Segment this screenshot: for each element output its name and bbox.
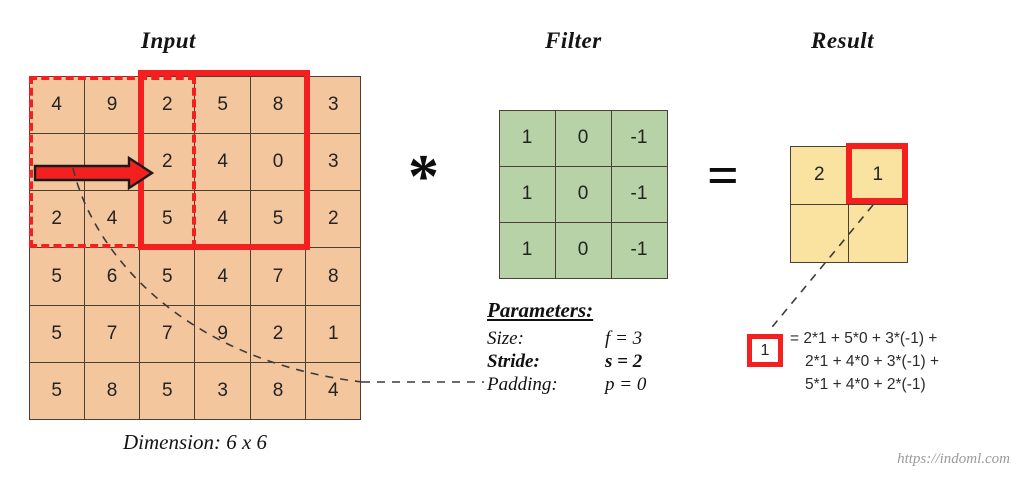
- result-cell-r2-c2: [848, 203, 908, 263]
- input-cell-r6-c3: 5: [139, 362, 196, 421]
- parameter-label-1: Size:: [487, 328, 524, 349]
- input-cell-r3-c4: 4: [194, 190, 251, 249]
- input-cell-r6-c1: 5: [28, 362, 85, 421]
- input-cell-r5-c6: 1: [305, 304, 362, 364]
- filter-cell-r2-c3: -1: [610, 165, 668, 223]
- input-cell-r4-c4: 4: [194, 247, 251, 306]
- result-title: Result: [811, 28, 875, 53]
- input-cell-r4-c5: 7: [249, 247, 307, 306]
- equals-operator: =: [707, 145, 739, 207]
- parameters-heading: Parameters:: [487, 298, 594, 322]
- input-cell-r2-c1: [28, 132, 85, 192]
- parameter-value-2: s = 2: [605, 351, 643, 373]
- parameters-rows: Size: f = 3 Stride: s = 2 Padding: p = 0: [487, 327, 702, 397]
- filter-cell-r1-c2: 0: [554, 109, 612, 167]
- convolution-operator: *: [408, 143, 439, 211]
- filter-cell-r3-c3: -1: [610, 221, 668, 279]
- calculation-value-box: 1: [747, 334, 783, 367]
- calculation-expression: = 2*1 + 5*0 + 3*(-1) + 2*1 + 4*0 + 3*(-1)…: [790, 328, 939, 397]
- input-cell-r6-c6: 4: [305, 362, 362, 421]
- input-cell-r1-c5: 8: [249, 75, 307, 134]
- input-cell-r1-c4: 5: [194, 75, 251, 134]
- calculation-line-1: = 2*1 + 5*0 + 3*(-1) +: [790, 330, 938, 347]
- input-cell-r4-c6: 8: [305, 247, 362, 306]
- calculation-line-2: 2*1 + 4*0 + 3*(-1) +: [805, 352, 939, 370]
- input-cell-r4-c3: 5: [139, 247, 196, 306]
- input-cell-r1-c2: 9: [83, 75, 141, 134]
- input-cell-r2-c4: 4: [194, 132, 251, 192]
- input-cell-r5-c2: 7: [83, 304, 141, 364]
- input-cell-r3-c6: 2: [305, 190, 362, 249]
- input-title: Input: [141, 28, 196, 53]
- result-cell-r2-c1: [789, 203, 849, 263]
- parameter-row-2: Stride: s = 2: [487, 350, 702, 373]
- input-cell-r3-c1: 2: [28, 190, 85, 249]
- input-cell-r3-c5: 5: [249, 190, 307, 249]
- input-cell-r5-c1: 5: [28, 304, 85, 364]
- filter-cell-r3-c1: 1: [498, 221, 556, 279]
- filter-cell-r3-c2: 0: [554, 221, 612, 279]
- input-cell-r2-c6: 3: [305, 132, 362, 192]
- parameter-label-2: Stride:: [487, 351, 540, 373]
- calculation-line-3: 5*1 + 4*0 + 2*(-1): [805, 375, 926, 393]
- parameter-row-1: Size: f = 3: [487, 327, 702, 350]
- input-cell-r6-c2: 8: [83, 362, 141, 421]
- parameter-label-3: Padding:: [487, 374, 558, 396]
- filter-title: Filter: [545, 28, 602, 53]
- parameter-value-3: p = 0: [605, 374, 647, 396]
- input-cell-r6-c4: 3: [194, 362, 251, 421]
- parameter-row-3: Padding: p = 0: [487, 373, 702, 396]
- filter-cell-r2-c1: 1: [498, 165, 556, 223]
- parameter-value-1: f = 3: [605, 328, 643, 349]
- input-cell-r1-c1: 4: [28, 75, 85, 134]
- input-cell-r4-c2: 6: [83, 247, 141, 306]
- filter-cell-r1-c3: -1: [610, 109, 668, 167]
- input-cell-r1-c3: 2: [139, 75, 196, 134]
- stride-arrow-icon: [33, 156, 155, 190]
- input-dimension-caption: Dimension: 6 x 6: [122, 430, 268, 454]
- input-cell-r2-c5: 0: [249, 132, 307, 192]
- input-cell-r5-c3: 7: [139, 304, 196, 364]
- filter-cell-r1-c1: 1: [498, 109, 556, 167]
- result-cell-r1-c1: 2: [789, 145, 849, 205]
- input-cell-r1-c6: 3: [305, 75, 362, 134]
- input-cell-r5-c4: 9: [194, 304, 251, 364]
- input-cell-r5-c5: 2: [249, 304, 307, 364]
- input-cell-r6-c5: 8: [249, 362, 307, 421]
- filter-cell-r2-c2: 0: [554, 165, 612, 223]
- input-cell-r3-c2: 4: [83, 190, 141, 249]
- input-cell-r3-c3: 5: [139, 190, 196, 249]
- input-cell-r4-c1: 5: [28, 247, 85, 306]
- result-cell-r1-c2: 1: [848, 145, 908, 205]
- watermark-url: https://indoml.com: [897, 451, 1010, 467]
